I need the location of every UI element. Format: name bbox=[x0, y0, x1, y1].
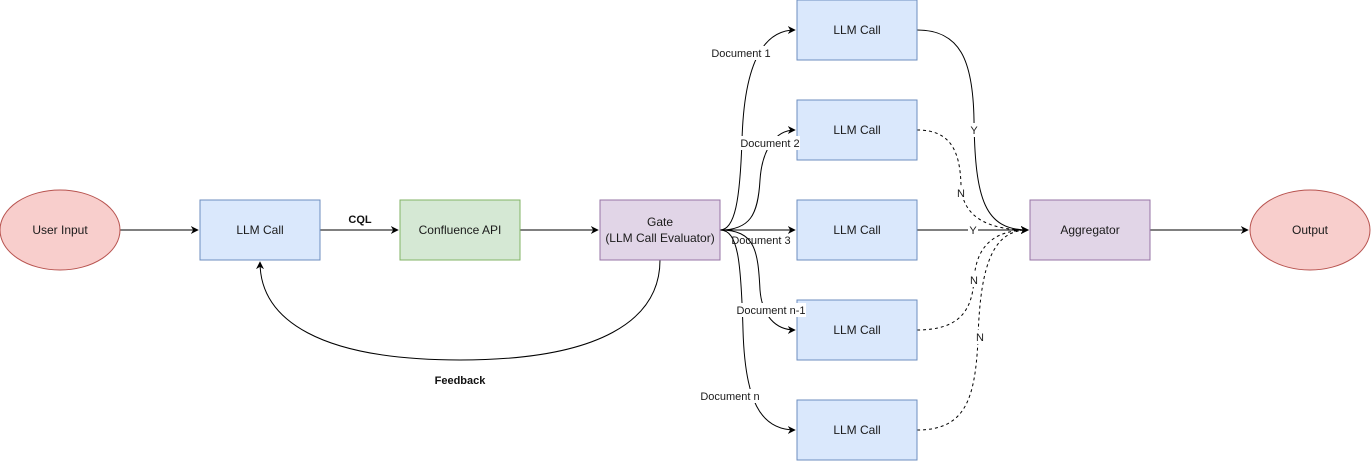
edge-gate-feedback bbox=[256, 259, 661, 361]
confluence-api-node[interactable]: Confluence API bbox=[399, 199, 521, 261]
worker-label: LLM Call bbox=[833, 423, 880, 437]
llm-call-label: LLM Call bbox=[236, 223, 283, 237]
decision-label-4: N bbox=[970, 275, 978, 287]
decision-label-1: Y bbox=[970, 125, 978, 137]
decision-label-5: N bbox=[976, 332, 984, 344]
edge-worker-1-to-aggregator bbox=[916, 29, 1029, 234]
worker-node-2[interactable]: LLM Call bbox=[796, 99, 918, 161]
decision-label-2: N bbox=[957, 188, 965, 200]
edge-gate-to-worker-2 bbox=[719, 126, 796, 231]
worker-node-3[interactable]: LLM Call bbox=[796, 199, 918, 261]
worker-node-1[interactable]: LLM Call bbox=[796, 0, 918, 61]
gate-node[interactable]: Gate (LLM Call Evaluator) bbox=[599, 199, 721, 261]
edge-gate-to-worker-5 bbox=[719, 229, 796, 434]
gate-sublabel: (LLM Call Evaluator) bbox=[605, 231, 714, 245]
edge-labels: CQL Feedback Document 1 Document 2 Docum… bbox=[348, 46, 986, 403]
cql-label: CQL bbox=[348, 214, 372, 226]
feedback-label: Feedback bbox=[435, 375, 487, 387]
document-n-1-label: Document n-1 bbox=[736, 305, 805, 317]
document-3-label: Document 3 bbox=[731, 235, 790, 247]
edge-worker-2-to-aggregator bbox=[916, 129, 1029, 234]
document-1-label: Document 1 bbox=[711, 48, 770, 60]
decision-label-3: Y bbox=[969, 225, 977, 237]
output-node[interactable]: Output bbox=[1249, 189, 1371, 271]
aggregator-node[interactable]: Aggregator bbox=[1029, 199, 1151, 261]
aggregator-label: Aggregator bbox=[1060, 223, 1119, 237]
output-label: Output bbox=[1292, 223, 1329, 237]
llm-call-node[interactable]: LLM Call bbox=[199, 199, 321, 261]
document-2-label: Document 2 bbox=[740, 138, 799, 150]
worker-node-4[interactable]: LLM Call bbox=[796, 299, 918, 361]
worker-label: LLM Call bbox=[833, 323, 880, 337]
document-n-label: Document n bbox=[700, 391, 759, 403]
user-input-node[interactable]: User Input bbox=[0, 189, 121, 271]
worker-node-5[interactable]: LLM Call bbox=[796, 399, 918, 461]
edge-gate-to-worker-4 bbox=[719, 229, 796, 334]
confluence-api-label: Confluence API bbox=[419, 223, 502, 237]
user-input-label: User Input bbox=[32, 223, 88, 237]
worker-label: LLM Call bbox=[833, 23, 880, 37]
worker-label: LLM Call bbox=[833, 123, 880, 137]
worker-label: LLM Call bbox=[833, 223, 880, 237]
gate-label: Gate bbox=[647, 215, 673, 229]
edge-worker-5-to-aggregator bbox=[916, 226, 1029, 431]
